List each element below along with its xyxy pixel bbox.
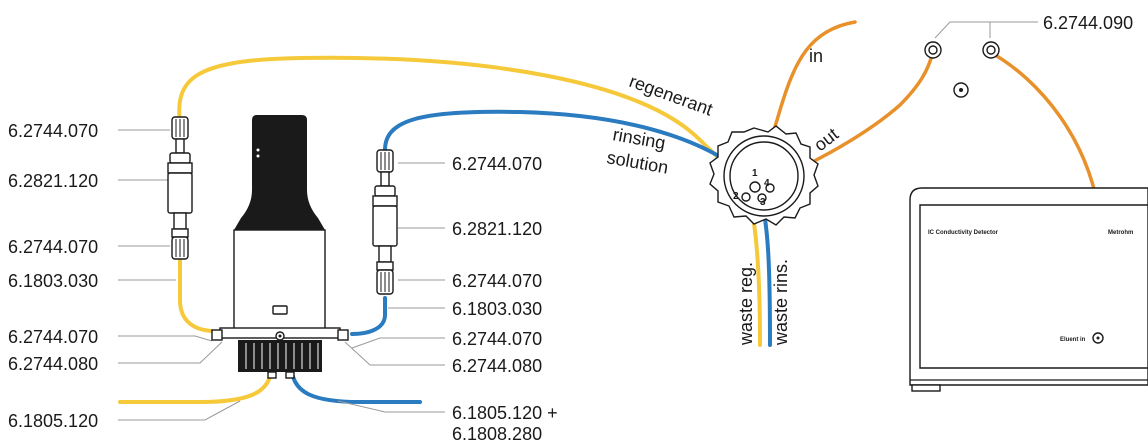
top-connector-center bbox=[953, 82, 969, 98]
label-6-2744-070-a: 6.2744.070 bbox=[8, 121, 98, 141]
label-6-1808-280: 6.1808.280 bbox=[452, 424, 542, 443]
regenerant-tube-lower bbox=[178, 256, 214, 333]
label-6-1803-030-a: 6.1803.030 bbox=[8, 271, 98, 291]
label-waste-reg: waste reg. bbox=[736, 262, 756, 346]
left-fitting-stack bbox=[167, 116, 193, 260]
label-regenerant: regenerant bbox=[627, 71, 716, 120]
label-6-2744-070-b: 6.2744.070 bbox=[8, 237, 98, 257]
label-6-2744-090: 6.2744.090 bbox=[1043, 13, 1133, 33]
label-6-2744-070-e: 6.2744.070 bbox=[452, 271, 542, 291]
detector-eluent-in: Eluent in bbox=[1060, 337, 1086, 343]
label-6-2744-080-a: 6.2744.080 bbox=[8, 354, 98, 374]
detector-brand: Metrohm bbox=[1108, 230, 1133, 236]
label-6-1805-120-b: 6.1805.120 + bbox=[452, 403, 558, 423]
label-6-2744-070-d: 6.2744.070 bbox=[452, 154, 542, 174]
rinsing-supply-tube bbox=[290, 370, 422, 404]
label-6-2744-070-f: 6.2744.070 bbox=[452, 329, 542, 349]
label-6-2744-080-b: 6.2744.080 bbox=[452, 356, 542, 376]
detector-name: IC Conductivity Detector bbox=[928, 230, 999, 236]
right-fitting-stack bbox=[372, 149, 398, 295]
rinsing-tube bbox=[383, 109, 757, 187]
label-6-1805-120-a: 6.1805.120 bbox=[8, 411, 98, 431]
valve-port-3: 3 bbox=[760, 197, 766, 208]
valve-port-2: 2 bbox=[733, 191, 739, 202]
label-6-2821-120-a: 6.2821.120 bbox=[8, 171, 98, 191]
rinsing-tube-lower bbox=[350, 296, 387, 336]
label-in: in bbox=[809, 46, 823, 66]
regenerant-supply-tube bbox=[118, 370, 273, 404]
valve-port-1: 1 bbox=[752, 168, 758, 179]
label-6-1803-030-b: 6.1803.030 bbox=[452, 299, 542, 319]
top-connector-left bbox=[924, 41, 942, 59]
label-6-2821-120-b: 6.2821.120 bbox=[452, 219, 542, 239]
rotary-valve: 2 3 1 4 bbox=[709, 125, 819, 226]
top-connector-right bbox=[982, 41, 1000, 59]
conductivity-detector bbox=[909, 187, 1148, 392]
regenerant-tube bbox=[177, 55, 747, 184]
label-waste-rins: waste rins. bbox=[771, 259, 791, 346]
label-6-2744-070-c: 6.2744.070 bbox=[8, 327, 98, 347]
valve-port-4: 4 bbox=[764, 178, 770, 189]
suppressor-unit bbox=[211, 115, 349, 379]
